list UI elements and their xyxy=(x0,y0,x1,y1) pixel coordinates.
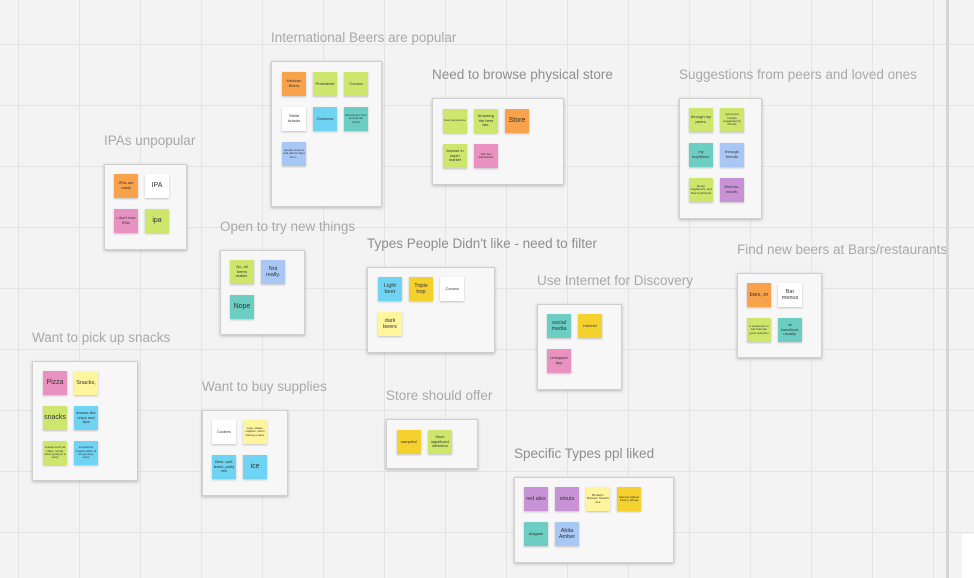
group-title: Want to buy supplies xyxy=(202,379,327,394)
sticky-note[interactable]: Word-to-mouth. xyxy=(720,178,744,202)
group-title: Suggestions from peers and loved ones xyxy=(679,67,917,82)
sticky-note[interactable]: Nope xyxy=(230,295,254,319)
sticky-note[interactable]: at bars/food, usually. xyxy=(778,318,802,342)
sticky-note[interactable]: Presidente xyxy=(313,72,337,96)
sticky-note[interactable]: Stella Artuois xyxy=(282,107,306,131)
sticky-note[interactable]: Pizza xyxy=(43,371,67,395)
group-title: Types People Didn't like - need to filte… xyxy=(367,236,597,251)
sticky-note[interactable]: samples! xyxy=(397,430,421,454)
sticky-note[interactable]: Not really. xyxy=(261,260,285,284)
sticky-note[interactable]: beer experience xyxy=(443,109,467,133)
sticky-note[interactable]: Untapped App xyxy=(547,349,571,373)
scrollbar[interactable] xyxy=(946,0,949,578)
sticky-note[interactable]: Corona xyxy=(440,277,464,301)
sticky-note[interactable]: Abita Amber xyxy=(555,522,579,546)
sticky-note[interactable]: IPA xyxy=(145,174,169,198)
sticky-note[interactable]: snacks xyxy=(43,406,67,430)
sticky-note[interactable]: ipa xyxy=(145,209,169,233)
sticky-note[interactable]: Store xyxy=(505,109,529,133)
sticky-note[interactable]: snacks such as chips, candy, when going … xyxy=(43,441,67,465)
sticky-note[interactable]: Samuel Adams Cherry Wheat xyxy=(617,487,641,511)
sticky-note[interactable]: with few distractions xyxy=(474,144,498,168)
sticky-note[interactable]: stouts xyxy=(555,487,579,511)
sticky-note[interactable]: through my peers. xyxy=(689,108,713,132)
sticky-note[interactable]: family, neighbours, and their boyfriends xyxy=(689,178,713,202)
sticky-note[interactable]: Most beers from around the world xyxy=(344,107,368,131)
sticky-note[interactable]: Internet xyxy=(578,314,602,338)
sticky-note[interactable]: snacks like chips and dips xyxy=(74,406,98,430)
panel-edge xyxy=(962,534,974,578)
sticky-note[interactable]: cups, plates, napkins, when having a par… xyxy=(243,420,267,444)
sticky-note[interactable]: Beer, salt, limes, party mix xyxy=(212,455,236,479)
group-title: Open to try new things xyxy=(220,219,356,234)
group-title: International Beers are popular xyxy=(271,30,457,45)
sticky-note[interactable]: dark beers xyxy=(378,312,402,336)
sticky-note[interactable]: my boyfriend. xyxy=(689,143,713,167)
sticky-note[interactable]: Brooklyn Brewery Sorachi Ace xyxy=(586,487,610,511)
sticky-note[interactable]: red ales xyxy=(524,487,548,511)
sticky-note[interactable]: people come in and ask for beer from... xyxy=(282,142,306,166)
sticky-note[interactable]: Triple hop xyxy=(409,277,433,301)
sticky-note[interactable]: IPAs are nasty xyxy=(114,174,138,198)
sticky-note[interactable]: Snacks, xyxy=(74,371,98,395)
sticky-note[interactable]: Light beer xyxy=(378,277,402,301)
sticky-note[interactable]: social media xyxy=(547,314,571,338)
sticky-note[interactable]: bars, or xyxy=(747,283,771,307)
sticky-note[interactable]: sometimes snacks when at the grocery sto… xyxy=(74,441,98,465)
sticky-note[interactable]: Corona xyxy=(344,72,368,96)
group-title: Use Internet for Discovery xyxy=(537,273,694,288)
sticky-note[interactable]: No, all beers matter. xyxy=(230,260,254,284)
group-title: IPAs unpopular xyxy=(104,133,196,148)
sticky-note[interactable]: Guinness xyxy=(313,107,337,131)
sticky-note[interactable]: browsing the beer isle. xyxy=(474,109,498,133)
sticky-note[interactable]: Mexican Beers xyxy=(282,72,306,96)
group-title: Need to browse physical store xyxy=(432,67,613,82)
sticky-note[interactable]: a restaurant or bar that has good select… xyxy=(747,318,771,342)
sticky-note[interactable]: Bar menus xyxy=(778,283,802,307)
group-title: Want to pick up snacks xyxy=(32,330,171,345)
sticky-note[interactable]: browse in super market xyxy=(443,144,467,168)
sticky-note[interactable]: Alagash xyxy=(524,522,548,546)
group-title: Store should offer xyxy=(386,388,493,403)
sticky-note[interactable]: I don't love IPAs xyxy=(114,209,138,233)
sticky-note[interactable]: trying new brands suggested by friends xyxy=(720,108,744,132)
sticky-note[interactable]: Coolers xyxy=(212,420,236,444)
group-title: Specific Types ppl liked xyxy=(514,446,655,461)
sticky-note[interactable]: through friends xyxy=(720,143,744,167)
group-title: Find new beers at Bars/restaurants xyxy=(737,242,948,257)
sticky-note[interactable]: ice xyxy=(243,455,267,479)
sticky-note[interactable]: More significant selection xyxy=(428,430,452,454)
